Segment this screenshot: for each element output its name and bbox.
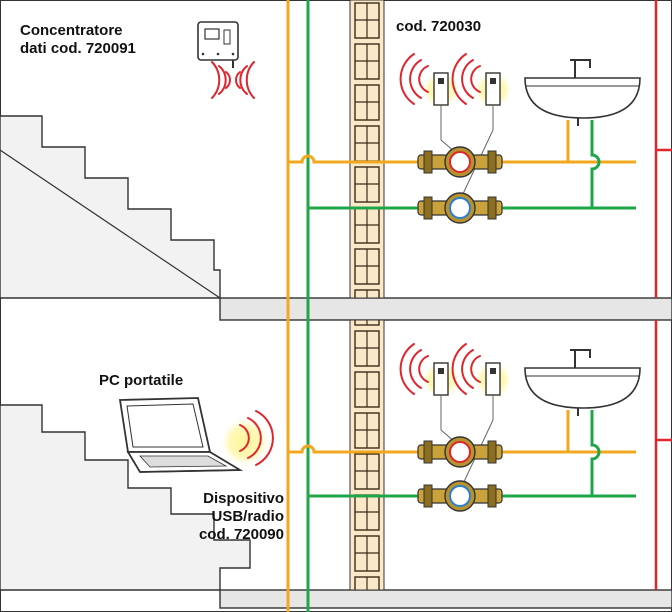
concentrator-label-line1: Concentratore: [20, 22, 123, 39]
sink-lower: [524, 349, 641, 416]
floor-slab-lower: [219, 589, 672, 609]
transmitters-upper: [399, 53, 513, 197]
staircase-lower: [0, 404, 251, 591]
concentrator-radio-icon: [211, 61, 255, 99]
concentrator-label: Concentratore dati cod. 720091: [20, 22, 136, 58]
cold-water-meter-lower: [417, 480, 503, 512]
sensor-code-label: cod. 720030: [396, 18, 482, 35]
concentrator-label-line2: dati cod. 720091: [20, 40, 136, 57]
brick-wall-lower: [349, 319, 385, 591]
floor-slab-upper: [219, 297, 672, 321]
usb-radio-device: [219, 410, 274, 468]
hot-water-meter-lower: [417, 436, 503, 468]
staircase-upper: [0, 115, 221, 299]
sink-upper: [524, 59, 641, 126]
laptop-label: PC portatile: [99, 372, 184, 389]
usb-device-label-line2: USB/radio: [211, 508, 284, 525]
usb-device-label-line1: Dispositivo: [203, 490, 284, 507]
usb-device-label: Dispositivo USB/radio cod. 720090: [184, 490, 284, 544]
brick-wall-upper: [349, 0, 385, 299]
usb-device-label-line3: cod. 720090: [198, 526, 284, 543]
hot-water-meter-upper: [417, 146, 503, 178]
transmitters-lower: [399, 343, 513, 487]
cold-water-meter-upper: [417, 192, 503, 224]
heating-pipe: [654, 0, 672, 590]
laptop-icon: [118, 397, 244, 473]
concentrator-device: [197, 21, 255, 99]
usb-radio-waves-icon: [239, 410, 274, 466]
